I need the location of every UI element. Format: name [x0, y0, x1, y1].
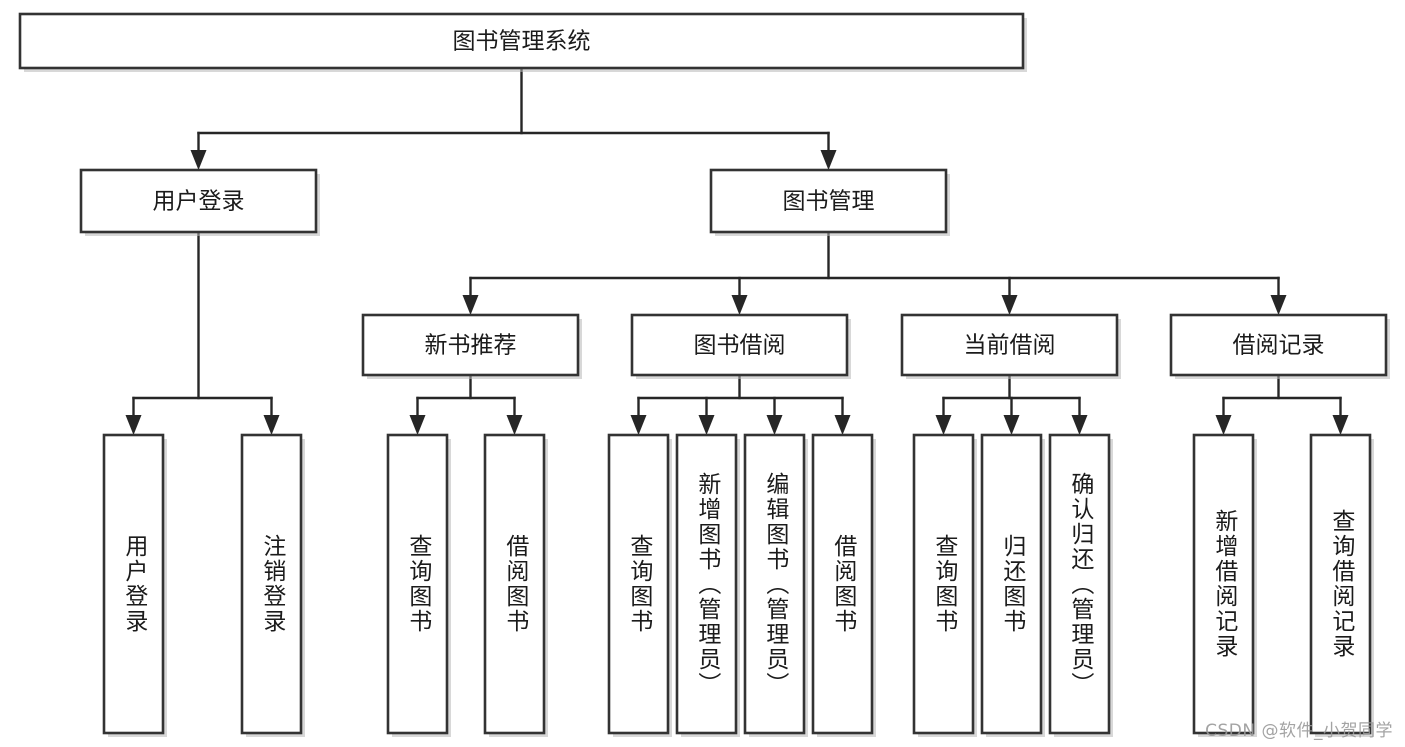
node-user-login[interactable]: 用户登录 [79, 168, 320, 236]
edge-group-book-borrow [630, 373, 851, 435]
node-leaf-user-logout[interactable] [240, 433, 305, 737]
node-book-manage[interactable]: 图书管理 [709, 168, 950, 236]
node-label-user-login: 用户登录 [153, 189, 245, 215]
node-label-new-book-rec: 新书推荐 [425, 333, 517, 359]
node-new-book-rec[interactable]: 新书推荐 [361, 313, 582, 379]
edge-group-borrow-record [1215, 373, 1349, 435]
node-leaf-confirm-return[interactable] [1048, 433, 1113, 737]
node-borrow-record[interactable]: 借阅记录 [1169, 313, 1390, 379]
edge-group-current-borrow [935, 373, 1088, 435]
node-label-book-manage: 图书管理 [783, 189, 875, 215]
node-leaf-add-record[interactable] [1192, 433, 1257, 737]
node-book-borrow[interactable]: 图书借阅 [630, 313, 851, 379]
node-label-borrow-record: 借阅记录 [1233, 333, 1325, 359]
node-leaf-edit-book[interactable] [743, 433, 808, 737]
node-leaf-query-book-bw[interactable] [607, 433, 672, 737]
node-leaf-query-book-rec[interactable] [386, 433, 451, 737]
node-label-root: 图书管理系统 [453, 29, 591, 55]
node-leaf-borrow-book-rec[interactable] [483, 433, 548, 737]
edge-group-new-book-rec [409, 373, 523, 435]
node-label-current-borrow: 当前借阅 [964, 333, 1056, 359]
edge-group-user-login [125, 230, 280, 435]
edge-group-book-manage [462, 230, 1287, 315]
watermark: CSDN @软件_小贺同学 [1205, 721, 1393, 741]
node-leaf-borrow-book-bw[interactable] [811, 433, 876, 737]
node-current-borrow[interactable]: 当前借阅 [900, 313, 1121, 379]
node-leaf-add-book[interactable] [675, 433, 740, 737]
node-root[interactable]: 图书管理系统 [18, 12, 1027, 72]
edges-layer [125, 66, 1349, 435]
edge-group-root [190, 66, 837, 170]
node-leaf-query-book-cb[interactable] [912, 433, 977, 737]
node-leaf-user-login[interactable] [102, 433, 167, 737]
node-label-book-borrow: 图书借阅 [694, 333, 786, 359]
node-leaf-query-record[interactable] [1309, 433, 1374, 737]
node-leaf-return-book[interactable] [980, 433, 1045, 737]
